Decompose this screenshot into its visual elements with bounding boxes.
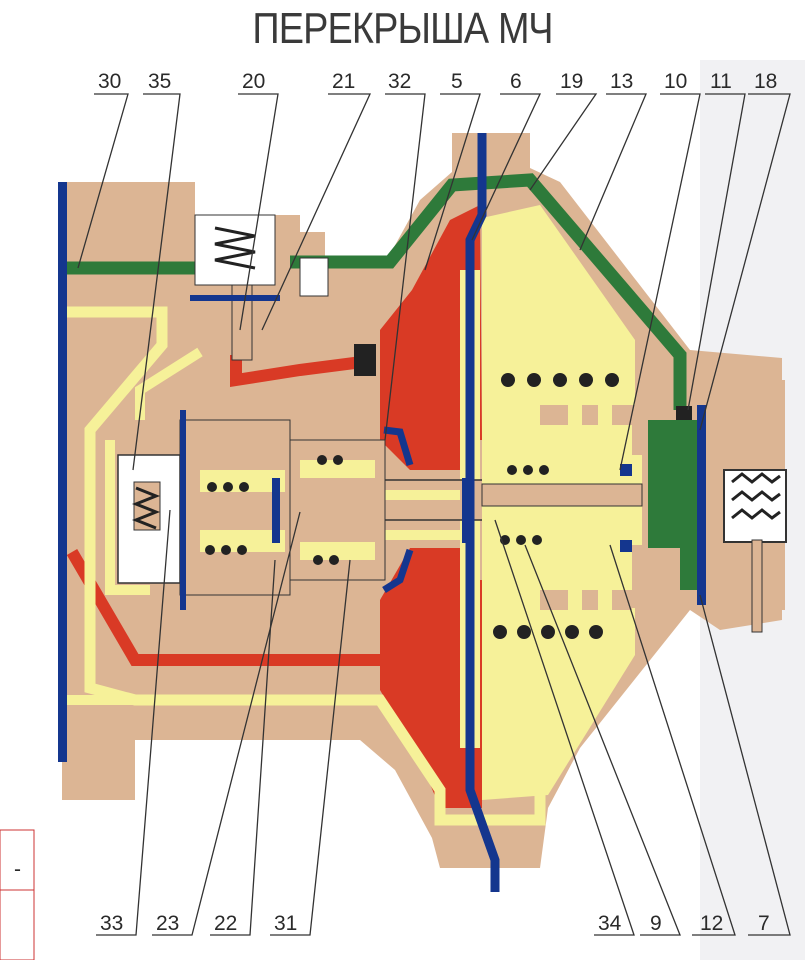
callout-label: 35 [148, 70, 171, 93]
red-pressure-line-upper [230, 355, 363, 388]
callout-label: 32 [388, 70, 411, 93]
callout-label: 34 [598, 912, 622, 935]
callout-label: 22 [214, 912, 237, 935]
yellow-chamber-upper [482, 205, 635, 405]
left-spring-coil [131, 486, 161, 530]
callout-label: 31 [274, 912, 297, 935]
red-line-plug [354, 344, 376, 376]
top-leader-lines [77, 93, 791, 471]
piston-blue-seal-lower [382, 548, 414, 593]
side-note-text: - [14, 858, 21, 881]
right-spring-coil [731, 472, 781, 520]
callout-label: 33 [100, 912, 123, 935]
shaft-blue-seal [462, 478, 472, 543]
yellow-feed-line-inner [105, 440, 150, 595]
right-clutch-seal-lower [620, 540, 632, 552]
callout-label: 23 [156, 912, 179, 935]
bottom-callout-labels: 33 23 22 31 34 9 12 7 [100, 912, 770, 935]
clutch-shaft-section [481, 483, 643, 507]
top-callout-labels: 30 35 20 21 32 5 6 19 13 10 11 18 [98, 70, 777, 93]
right-spring-rod [751, 539, 763, 633]
piston-blue-seal-upper [383, 426, 414, 467]
callout-label: 19 [560, 70, 583, 93]
clutch-plate-dots [205, 373, 619, 639]
drum-blue-seal [180, 410, 186, 610]
bottom-leader-lines [96, 509, 791, 936]
top-valve-stem [231, 284, 253, 361]
callout-label: 12 [700, 912, 723, 935]
left-drum-oil-upper [200, 470, 285, 492]
callout-label: 13 [610, 70, 633, 93]
middle-blue-seal [272, 478, 280, 543]
right-spring-box [723, 469, 787, 543]
callout-label: 30 [98, 70, 121, 93]
red-piston-chamber-lower [380, 548, 482, 808]
green-control-line [60, 173, 687, 410]
callout-label: 10 [664, 70, 687, 93]
yellow-chamber-lower [482, 608, 635, 800]
green-valve-plug [676, 406, 692, 420]
callout-label: 21 [332, 70, 355, 93]
callout-label: 9 [650, 912, 662, 935]
green-accumulator [648, 420, 700, 590]
right-clutch-seal-upper [620, 464, 632, 476]
top-valve-housing [194, 214, 276, 286]
callout-label: 5 [451, 70, 463, 93]
callout-label: 20 [242, 70, 265, 93]
clutch-hub-lower [540, 590, 632, 610]
left-drum-oil-lower [200, 530, 285, 552]
left-blue-seal [58, 182, 67, 762]
callout-label: 18 [754, 70, 777, 93]
callout-label: 6 [510, 70, 522, 93]
right-blue-seal [697, 405, 706, 605]
diagram-title: ПЕРЕКРЫША МЧ [252, 4, 553, 53]
top-valve-seal [190, 295, 280, 301]
callout-label: 7 [758, 912, 770, 935]
left-clutch-drum [179, 419, 291, 596]
middle-drum-oil-upper [300, 460, 375, 478]
top-valve-spring [214, 226, 256, 270]
red-piston-chamber [380, 205, 482, 470]
clutch-hub-upper [540, 405, 632, 425]
side-note-box [0, 829, 35, 960]
callout-label: 11 [710, 70, 732, 93]
top-valve-vent [299, 257, 329, 297]
